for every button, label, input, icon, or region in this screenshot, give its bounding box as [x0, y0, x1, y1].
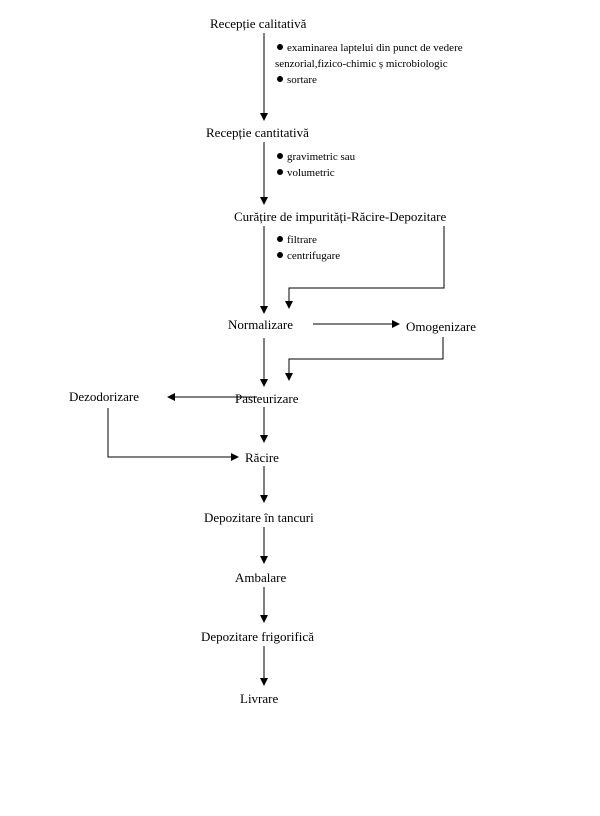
step-depozitare-frigorifica: Depozitare frigorifică	[201, 629, 314, 644]
note-calitativa-1: examinarea laptelui din punct de vedere	[277, 42, 463, 55]
note-cantitativa-2: volumetric	[277, 167, 335, 180]
note-calitativa-2: senzorial,fizico-chimic ș microbiologic	[275, 58, 448, 70]
arrow-dezodorizare-racire	[107, 408, 239, 461]
step-receptie-cantitativa: Recepție cantitativă	[206, 125, 309, 140]
step-curatire: Curățire de impurități-Răcire-Depozitare	[234, 209, 447, 224]
bullet-icon	[277, 169, 283, 175]
step-livrare: Livrare	[240, 691, 279, 706]
arrow-omogenizare-pasteurizare	[285, 337, 444, 381]
bullet-icon	[277, 76, 283, 82]
note-cantitativa-1: gravimetric sau	[277, 151, 355, 164]
step-racire: Răcire	[245, 450, 279, 465]
bullet-icon	[277, 44, 283, 50]
step-omogenizare: Omogenizare	[406, 319, 477, 334]
note-curatire-1: filtrare	[277, 234, 317, 247]
step-receptie-calitativa: Recepție calitativă	[210, 16, 307, 31]
step-normalizare: Normalizare	[228, 317, 293, 332]
note-calitativa-3: sortare	[277, 74, 317, 87]
bullet-icon	[277, 252, 283, 258]
step-depozitare-tancuri: Depozitare în tancuri	[204, 510, 314, 525]
arrow-curatire-bypass-normalizare	[285, 226, 445, 309]
step-pasteurizare: Pasteurizare	[235, 391, 299, 406]
step-dezodorizare: Dezodorizare	[69, 389, 140, 404]
bullet-icon	[277, 153, 283, 159]
step-ambalare: Ambalare	[235, 570, 287, 585]
note-curatire-2: centrifugare	[277, 250, 340, 263]
bullet-icon	[277, 236, 283, 242]
